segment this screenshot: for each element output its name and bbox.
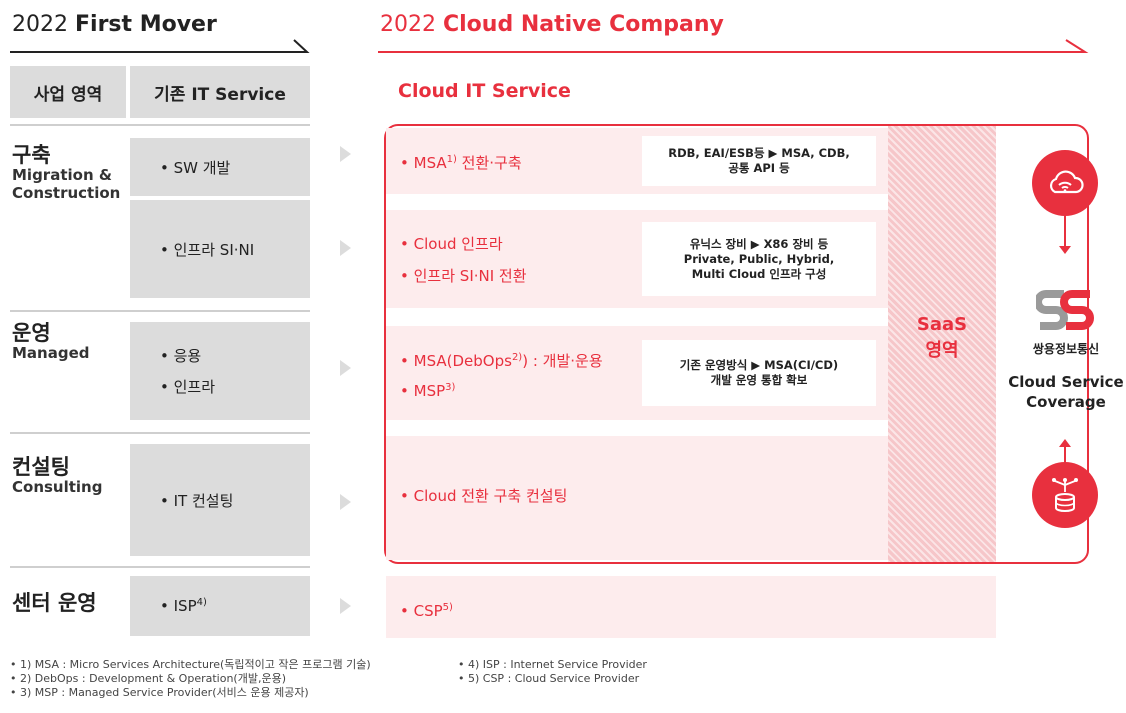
coverage-label: Cloud Service Coverage <box>1008 373 1124 411</box>
service-box-consulting: • IT 컨설팅 <box>130 444 310 556</box>
footnote: • 5) CSP : Cloud Service Provider <box>458 672 640 685</box>
footnote: • 3) MSP : Managed Service Provider(서비스 … <box>10 686 309 699</box>
service-item: • 인프라 <box>160 378 216 396</box>
section-divider <box>10 310 310 312</box>
section-divider <box>10 432 310 434</box>
cloud-row-band <box>386 576 996 638</box>
cloud-it-header: Cloud IT Service <box>398 80 571 102</box>
cloud-item: • Cloud 전환 구축 컨설팅 <box>400 487 568 505</box>
arrow-right-icon <box>340 240 351 256</box>
service-item: • SW 개발 <box>160 158 231 177</box>
arrow-right-icon <box>340 360 351 376</box>
cloud-wifi-icon <box>1032 150 1098 216</box>
cloud-item: • 인프라 SI·NI 전환 <box>400 267 527 285</box>
section-subtitle: Migration & <box>12 166 112 184</box>
service-item: • 응용 <box>160 347 202 365</box>
company-logo <box>1034 290 1096 340</box>
cloud-item: • MSA1) 전환·구축 <box>400 154 522 172</box>
right-header: 2022 Cloud Native Company <box>380 12 724 37</box>
right-header-arrow <box>378 39 1089 53</box>
left-header-title: First Mover <box>75 12 217 37</box>
section-divider <box>10 566 310 568</box>
footnote: • 1) MSA : Micro Services Architecture(독… <box>10 658 371 671</box>
section-subtitle: Managed <box>12 344 90 362</box>
cloud-item: • CSP5) <box>400 602 453 620</box>
footnotes-right: • 4) ISP : Internet Service Provider • 5… <box>458 658 647 686</box>
detail-box: RDB, EAI/ESB등 ▶ MSA, CDB, 공통 API 등 <box>642 136 876 186</box>
right-header-year: 2022 <box>380 12 436 37</box>
cloud-item: • MSA(DebOps2)) : 개발·운용 <box>400 352 603 370</box>
left-header-arrow <box>10 39 310 53</box>
service-box-managed: • 응용 • 인프라 <box>130 322 310 420</box>
right-header-title: Cloud Native Company <box>443 12 724 37</box>
saas-label: 영역 <box>925 340 959 361</box>
company-name: 쌍용정보통신 <box>1032 342 1100 356</box>
detail-box: 기존 운영방식 ▶ MSA(CI/CD) 개발 운영 통합 확보 <box>642 340 876 406</box>
section-title: 운영 <box>12 321 51 345</box>
arrow-right-icon <box>340 494 351 510</box>
saas-area: SaaS 영역 <box>888 126 996 562</box>
cloud-item: • MSP3) <box>400 382 456 400</box>
arrow-right-icon <box>340 146 351 162</box>
section-managed: 운영 Managed <box>12 322 90 362</box>
service-box-sw: • SW 개발 <box>130 138 310 196</box>
arrow-right-icon <box>340 598 351 614</box>
section-title: 컨설팅 <box>12 455 70 479</box>
section-subtitle: Consulting <box>12 478 103 496</box>
footnote: • 4) ISP : Internet Service Provider <box>458 658 647 671</box>
detail-box: 유닉스 장비 ▶ X86 장비 등 Private, Public, Hybri… <box>642 222 876 296</box>
service-box-infra: • 인프라 SI·NI <box>130 200 310 298</box>
section-consulting: 컨설팅 Consulting <box>12 456 102 496</box>
section-subtitle: Construction <box>12 184 121 202</box>
cloud-item: • Cloud 인프라 <box>400 235 503 253</box>
saas-label: SaaS <box>916 314 968 335</box>
section-divider <box>10 124 310 126</box>
service-box-center: • ISP4) <box>130 576 310 636</box>
left-header: 2022 First Mover <box>12 12 217 37</box>
section-center: 센터 운영 <box>12 591 97 615</box>
service-item: • IT 컨설팅 <box>160 491 234 510</box>
left-header-year: 2022 <box>12 12 68 37</box>
business-area-header: 사업 영역 <box>10 66 126 118</box>
service-item: • ISP4) <box>160 597 207 615</box>
section-construction: 구축 Migration & Construction <box>12 144 120 202</box>
existing-it-header: 기존 IT Service <box>130 66 310 118</box>
footnotes-left: • 1) MSA : Micro Services Architecture(독… <box>10 658 371 700</box>
section-title: 구축 <box>12 143 51 167</box>
footnote: • 2) DebOps : Development & Operation(개발… <box>10 672 286 685</box>
service-item: • 인프라 SI·NI <box>160 240 255 259</box>
arrow-down-icon <box>1059 216 1071 254</box>
database-network-icon <box>1032 462 1098 528</box>
cloud-row-band <box>386 436 888 560</box>
